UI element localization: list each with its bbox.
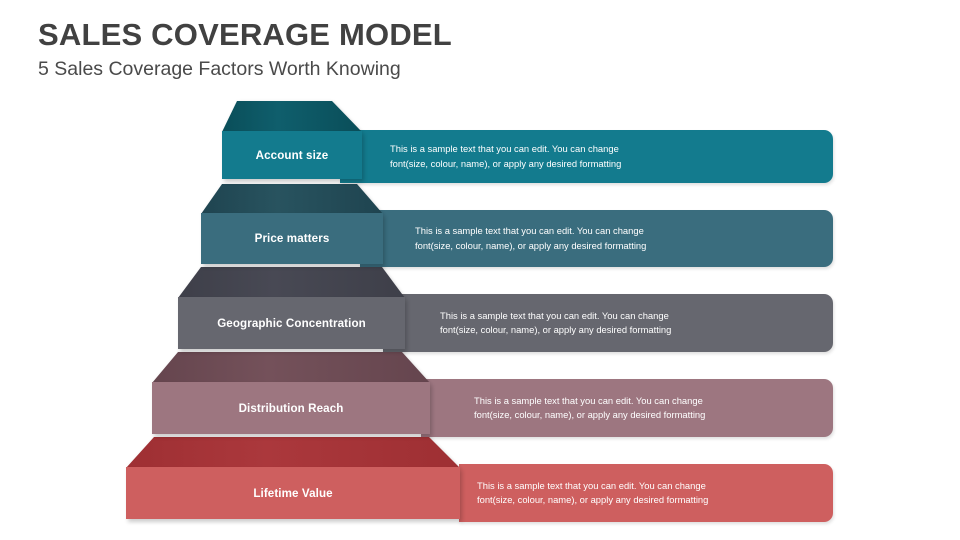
level-front-face-5[interactable]: Lifetime Value	[126, 467, 460, 519]
level-front-face-1[interactable]: Account size	[222, 131, 362, 179]
page-subtitle: 5 Sales Coverage Factors Worth Knowing	[38, 58, 401, 80]
level-label-1: Account size	[255, 148, 329, 162]
level-front-face-3[interactable]: Geographic Concentration	[178, 297, 405, 349]
description-text-1: This is a sample text that you can edit.…	[390, 143, 622, 169]
description-bar-2[interactable]: This is a sample text that you can edit.…	[360, 210, 833, 267]
page-title: SALES COVERAGE MODEL	[38, 17, 452, 52]
description-bar-5[interactable]: This is a sample text that you can edit.…	[459, 464, 833, 522]
level-label-2: Price matters	[254, 232, 330, 245]
description-text-4: This is a sample text that you can edit.…	[474, 394, 706, 421]
description-bar-1[interactable]: This is a sample text that you can edit.…	[340, 130, 833, 183]
level-top-face-3	[178, 267, 405, 298]
level-top-face-4	[152, 352, 430, 383]
description-text-2: This is a sample text that you can edit.…	[415, 225, 647, 251]
level-label-5: Lifetime Value	[253, 486, 333, 500]
level-top-face-5	[126, 437, 460, 468]
description-text-5: This is a sample text that you can edit.…	[477, 479, 709, 506]
level-top-face-1	[222, 101, 362, 132]
description-text-3: This is a sample text that you can edit.…	[440, 309, 672, 336]
level-front-face-4[interactable]: Distribution Reach	[152, 382, 430, 434]
level-top-face-2	[201, 184, 383, 214]
level-label-4: Distribution Reach	[238, 401, 344, 415]
description-bar-3[interactable]: This is a sample text that you can edit.…	[383, 294, 833, 352]
level-label-3: Geographic Concentration	[217, 316, 366, 330]
slide-header: SALES COVERAGE MODEL 5 Sales Coverage Fa…	[38, 16, 918, 82]
level-front-face-2[interactable]: Price matters	[201, 213, 383, 264]
description-bar-4[interactable]: This is a sample text that you can edit.…	[421, 379, 833, 437]
